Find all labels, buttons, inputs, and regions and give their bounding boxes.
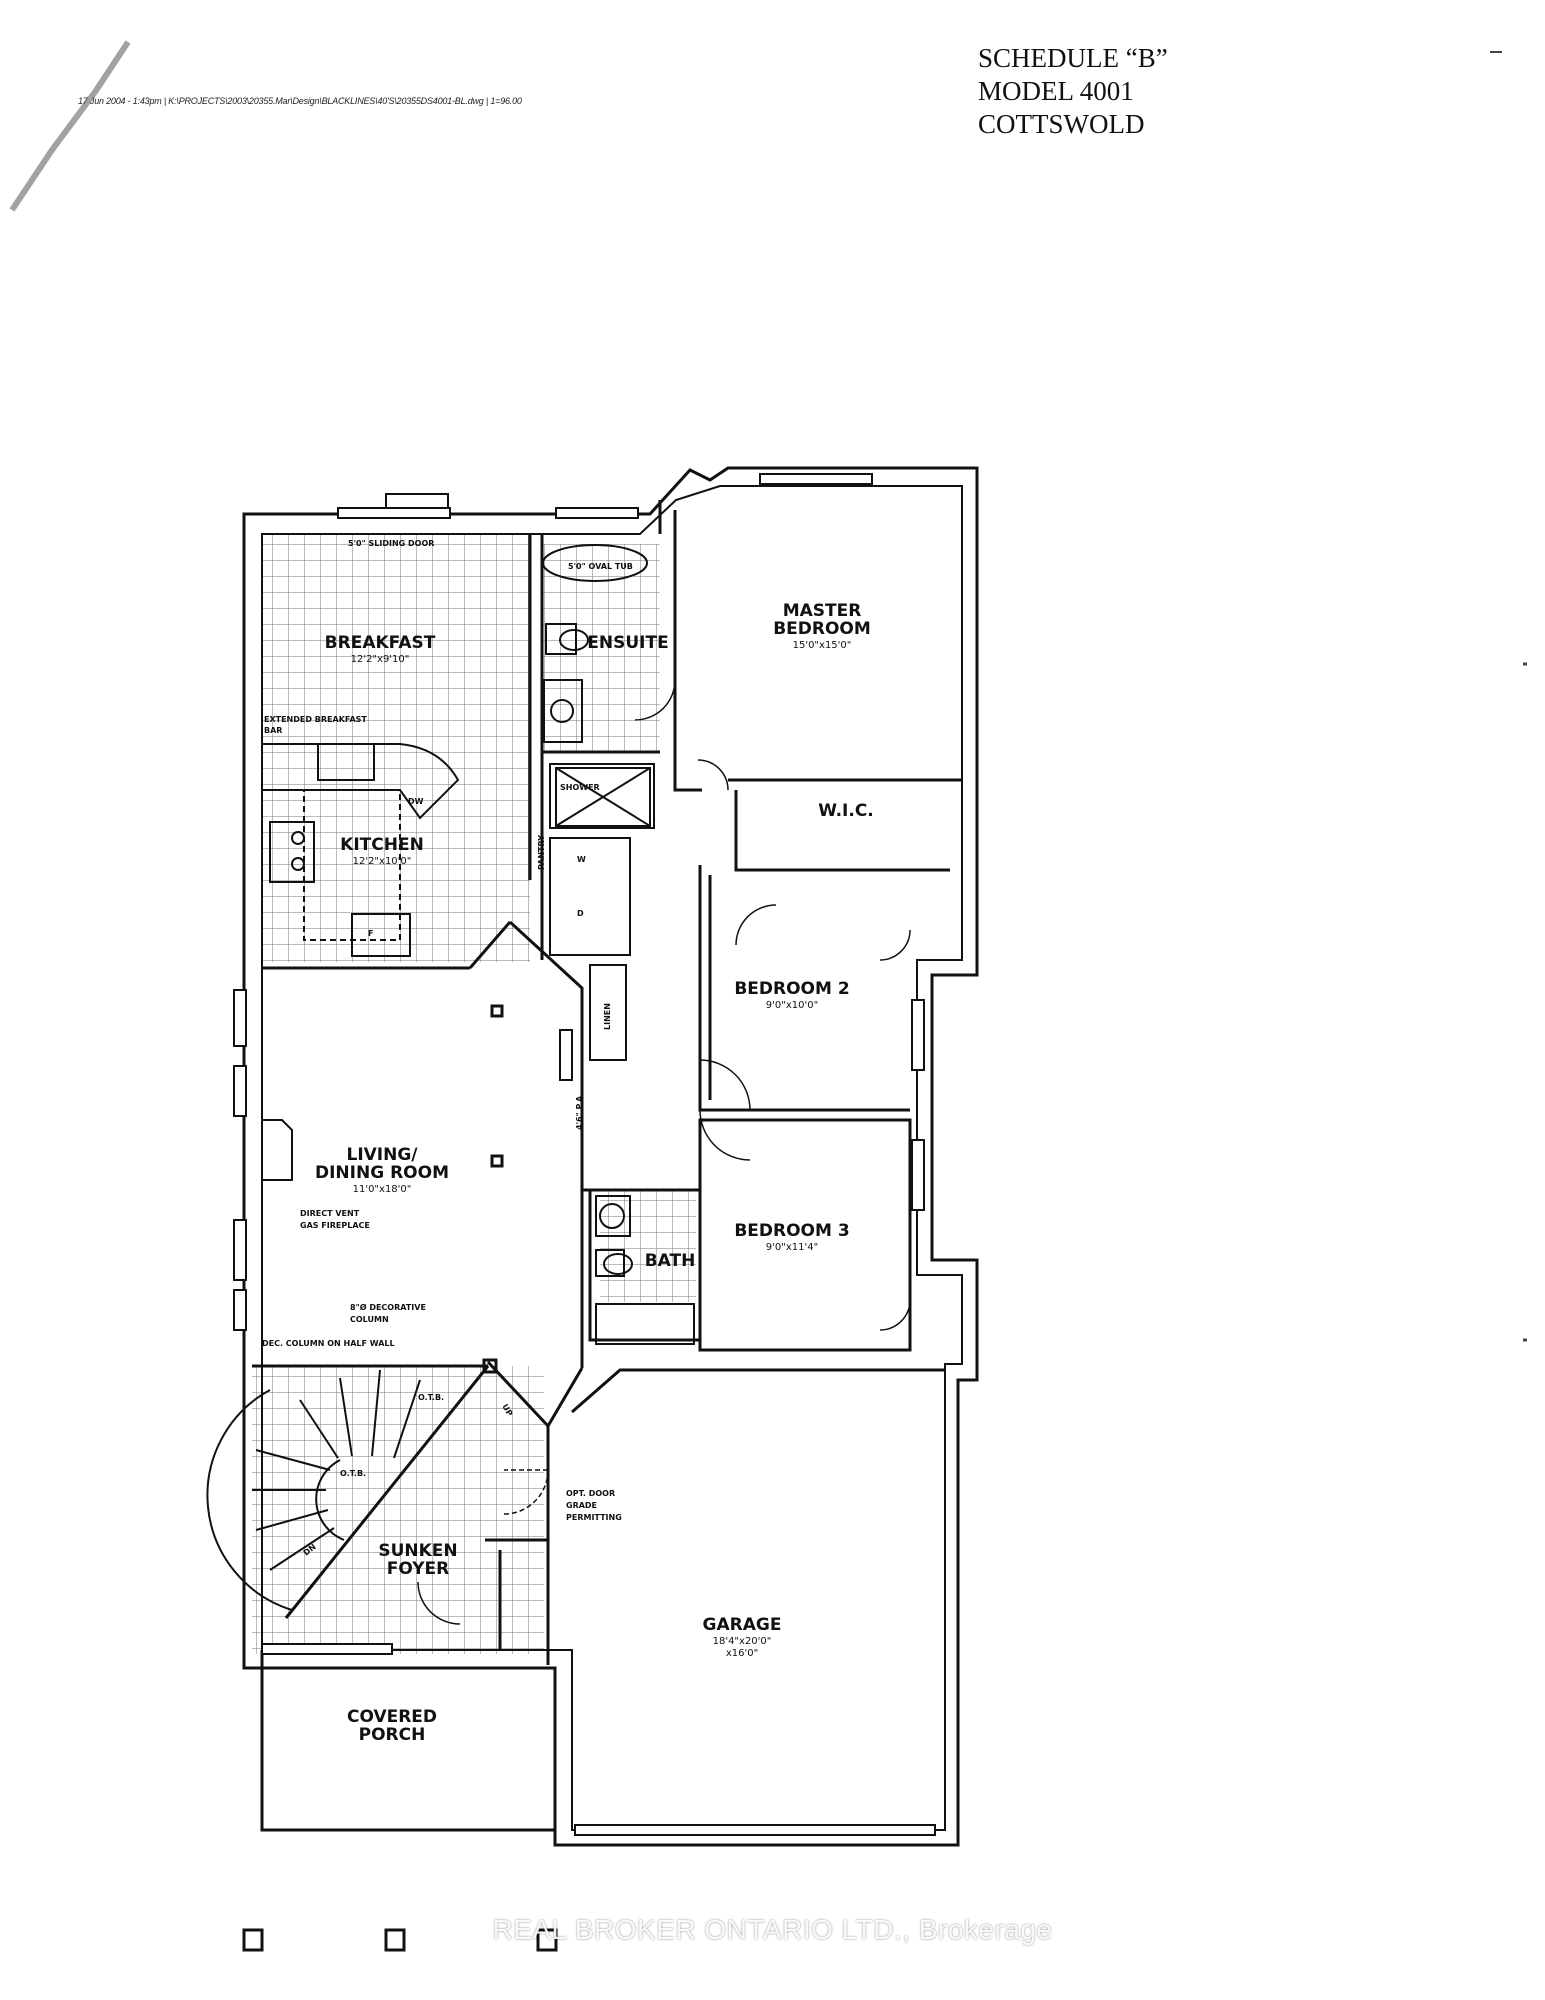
plot-path: 17 Jun 2004 - 1:43pm | K:\PROJECTS\2003\… — [78, 96, 522, 106]
washer-label: W — [577, 855, 586, 864]
plan-notes: 5'0" SLIDING DOOR 5'0" OVAL TUB EXTENDED… — [262, 539, 633, 1558]
schedule-header: SCHEDULE “B” MODEL 4001 COTTSWOLD — [978, 42, 1168, 141]
windows — [233, 473, 936, 1836]
ensuite-tile — [542, 544, 660, 752]
opt-door-note-1: OPT. DOOR — [566, 1489, 615, 1498]
schedule-label: SCHEDULE “B” — [978, 43, 1168, 73]
master-label-2: BEDROOM — [773, 619, 871, 639]
room-labels: BREAKFAST 12'2"x9'10" KITCHEN 12'2"x10'0… — [315, 601, 874, 1745]
brokerage-watermark: REAL BROKER ONTARIO LTD., Brokerage — [492, 1914, 1053, 1945]
otb-center-label: O.T.B. — [340, 1469, 366, 1478]
garage-dims-2: x16'0" — [726, 1648, 758, 1659]
breakfast-dims: 12'2"x9'10" — [351, 654, 410, 665]
column-note-1: 8"Ø DECORATIVE — [350, 1302, 426, 1312]
exterior-walls — [242, 466, 979, 1847]
opening-label: 4'6" P.A. — [575, 1093, 584, 1130]
foyer-tile — [252, 1366, 544, 1654]
fireplace-note-2: GAS FIREPLACE — [300, 1221, 370, 1230]
foyer-label-2: FOYER — [387, 1559, 449, 1579]
garage-dims-1: 18'4"x20'0" — [713, 1636, 772, 1647]
bedroom3-label: BEDROOM 3 — [734, 1221, 849, 1241]
bedroom3-dims: 9'0"x11'4" — [766, 1242, 818, 1253]
garage-label: GARAGE — [703, 1615, 782, 1635]
ensuite-label: ENSUITE — [587, 633, 668, 653]
otb-label: O.T.B. — [418, 1393, 444, 1402]
bar-note-2: BAR — [264, 726, 282, 735]
wic-label: W.I.C. — [818, 801, 874, 821]
interior-walls — [252, 500, 962, 1832]
bedroom2-label: BEDROOM 2 — [734, 979, 849, 999]
door-swings — [417, 679, 911, 1625]
half-wall-note: DEC. COLUMN ON HALF WALL — [262, 1339, 395, 1348]
fridge-label: F — [368, 929, 373, 938]
master-dims: 15'0"x15'0" — [793, 640, 852, 651]
model-label: MODEL 4001 — [978, 76, 1134, 106]
foyer-label-1: SUNKEN — [378, 1541, 457, 1561]
living-dims: 11'0"x18'0" — [353, 1184, 412, 1195]
porch-label-1: COVERED — [347, 1707, 437, 1727]
bath-tile — [600, 1190, 696, 1302]
shower-label: SHOWER — [560, 783, 600, 792]
living-label-1: LIVING/ — [346, 1145, 418, 1165]
oval-tub-note: 5'0" OVAL TUB — [568, 562, 633, 571]
fixtures — [242, 544, 695, 1952]
dryer-label: D — [577, 909, 584, 918]
pantry-label: PANTRY — [537, 835, 546, 870]
breakfast-label: BREAKFAST — [325, 633, 436, 653]
bedroom2-dims: 9'0"x10'0" — [766, 1000, 818, 1011]
sliding-door-note: 5'0" SLIDING DOOR — [348, 539, 434, 548]
kitchen-label: KITCHEN — [340, 835, 424, 855]
kitchen-dims: 12'2"x10'0" — [353, 856, 412, 867]
opt-door-note-2: GRADE — [566, 1501, 597, 1510]
linen-label: LINEN — [603, 1003, 612, 1030]
column-note-2: COLUMN — [350, 1315, 389, 1324]
dishwasher-label: DW — [408, 797, 424, 806]
model-name: COTTSWOLD — [978, 109, 1145, 139]
porch-label-2: PORCH — [359, 1725, 426, 1745]
breakfast-kitchen-tile — [262, 534, 530, 962]
opt-door-note-3: PERMITTING — [566, 1513, 622, 1522]
fireplace-note-1: DIRECT VENT — [300, 1209, 360, 1218]
scan-mark — [9, 40, 1527, 1342]
spiral-stair — [206, 1369, 421, 1611]
bath-label: BATH — [645, 1251, 696, 1271]
master-label-1: MASTER — [783, 601, 862, 621]
bar-note-1: EXTENDED BREAKFAST — [264, 715, 367, 724]
living-label-2: DINING ROOM — [315, 1163, 449, 1183]
